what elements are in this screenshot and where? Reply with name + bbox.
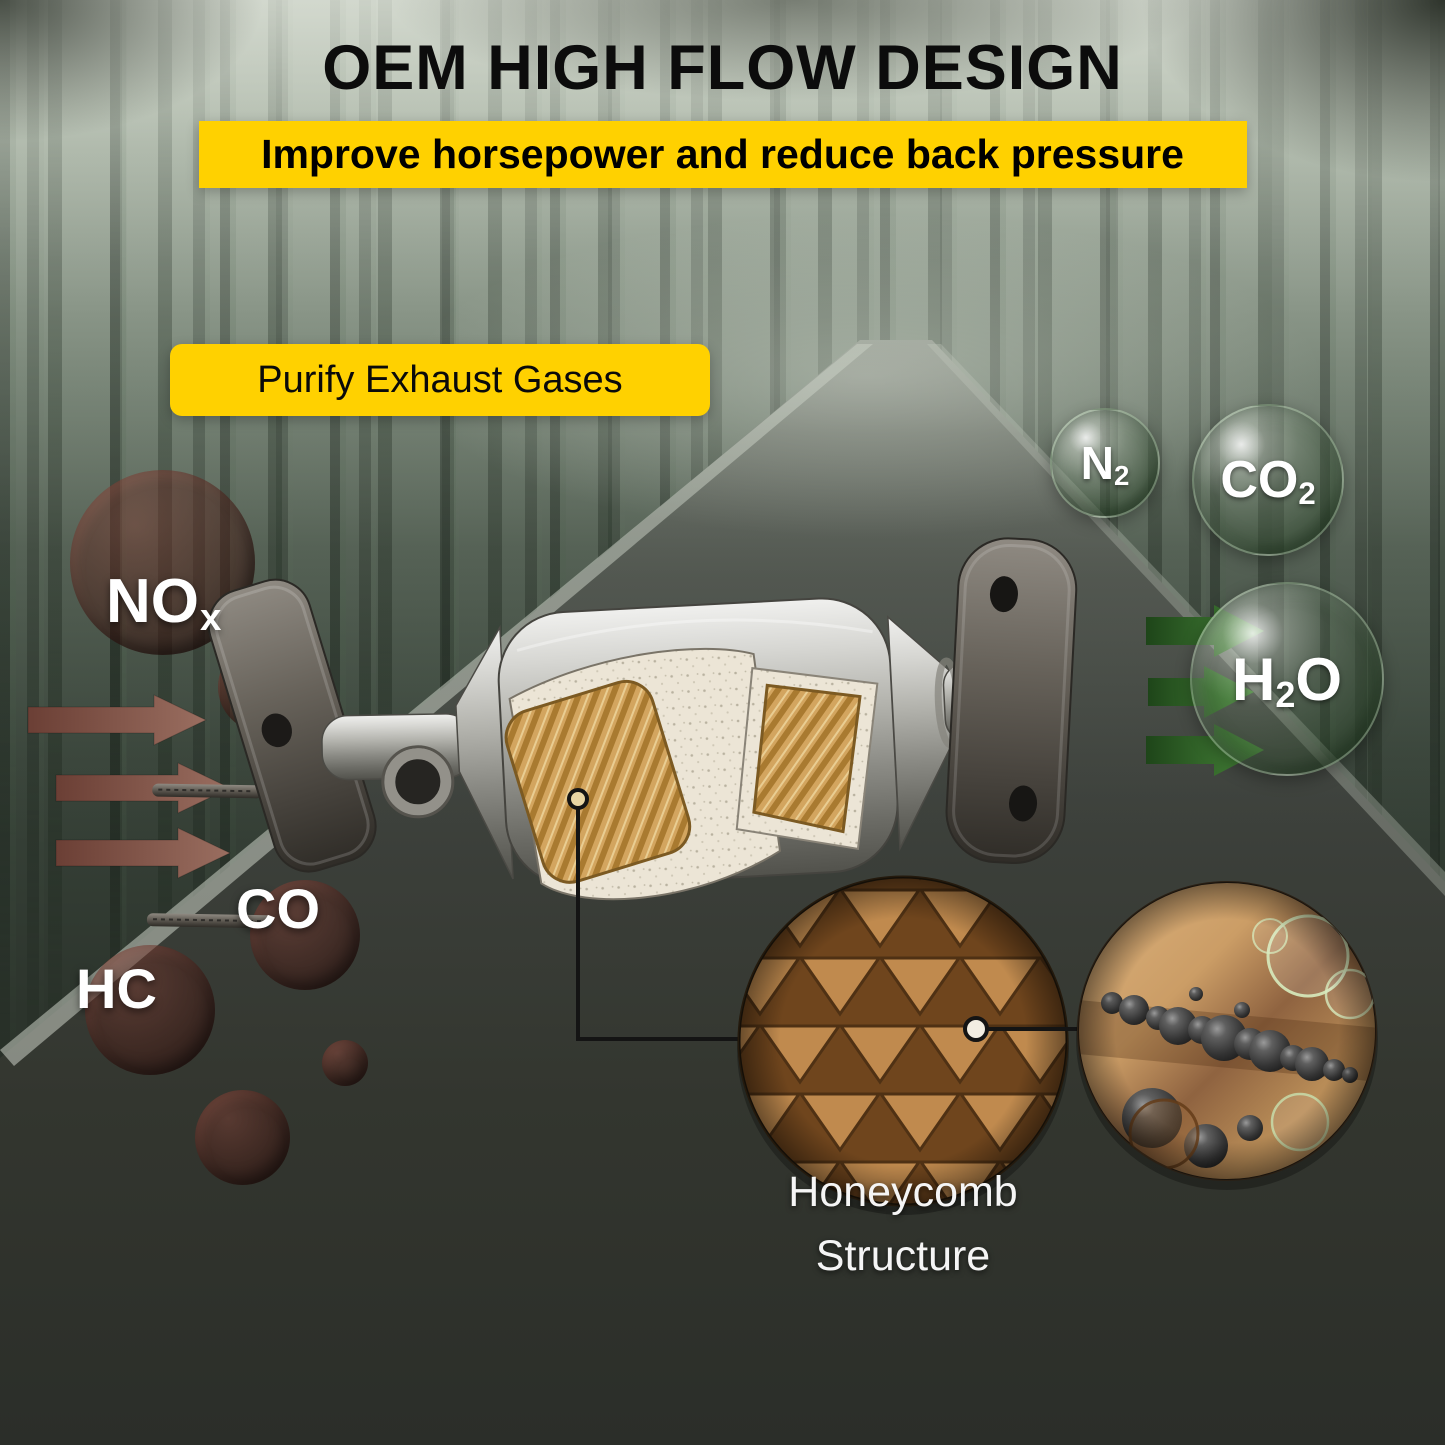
honeycomb-caption: Honeycomb Structure xyxy=(738,1160,1068,1288)
gas-bubble-n2: N2 xyxy=(1050,408,1160,518)
gas-label-subscript: x xyxy=(200,595,222,639)
gas-bubble-h2o: H2O xyxy=(1190,582,1384,776)
particles-edge-shade xyxy=(1078,882,1376,1180)
gas-label-hc: HC xyxy=(76,956,158,1021)
gas-label-text: CO xyxy=(1220,451,1299,509)
caption-line-2: Structure xyxy=(815,1232,991,1280)
catalytic-converter xyxy=(146,537,1078,929)
subtitle-banner: Improve horsepower and reduce back press… xyxy=(198,121,1247,188)
callout-marker xyxy=(567,788,589,810)
gas-bubble-co2: CO2 xyxy=(1192,404,1344,556)
gas-label-text: HC xyxy=(76,957,157,1020)
exhaust-arrow-icon xyxy=(27,694,208,746)
gas-label-subscript: 2 xyxy=(1298,475,1316,511)
gas-label-tail: O xyxy=(1295,645,1343,713)
honeycomb-edge-shade xyxy=(739,877,1067,1205)
pipe-opening-ring xyxy=(384,748,452,816)
gas-bubble-label: CO2 xyxy=(1220,450,1316,511)
gas-label-text: H xyxy=(1231,645,1276,713)
gas-label-text: CO xyxy=(236,877,320,940)
headline: OEM HIGH FLOW DESIGN xyxy=(322,33,1123,103)
exhaust-arrow-icon xyxy=(55,827,232,879)
outlet-flange xyxy=(945,537,1078,865)
caption-line-1: Honeycomb xyxy=(788,1168,1018,1216)
gas-bubble-label: H2O xyxy=(1231,645,1343,716)
gas-label-co: CO xyxy=(236,876,321,941)
gas-label-subscript: 2 xyxy=(1275,674,1296,716)
purify-label: Purify Exhaust Gases xyxy=(170,344,710,416)
gas-label-text: N xyxy=(1080,437,1114,489)
gas-label-text: NO xyxy=(106,567,199,636)
gas-bubble-label: N2 xyxy=(1080,436,1130,492)
gas-label-nox: NOx xyxy=(106,566,222,639)
callout-marker-2 xyxy=(963,1016,989,1042)
gas-label-subscript: 2 xyxy=(1113,460,1130,492)
flange-bolt-stud xyxy=(152,783,263,799)
